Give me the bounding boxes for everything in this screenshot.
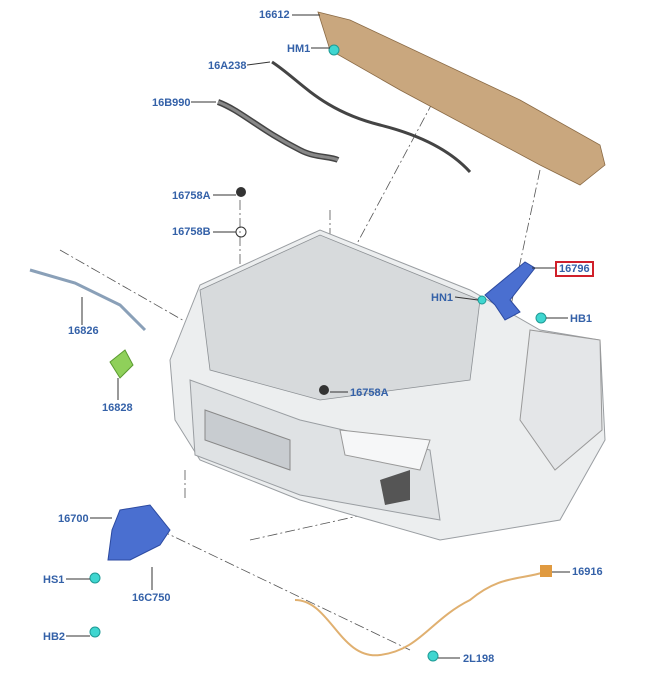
label-16a238: 16A238 [208,60,247,72]
label-16758a-top: 16758A [172,190,211,202]
label-16758a-mid: 16758A [350,387,389,399]
label-hb1: HB1 [570,313,593,325]
bump-stops [236,187,329,395]
release-cable-16916 [294,571,546,657]
label-16b990: 16B990 [152,97,191,109]
label-hm1: HM1 [287,43,311,55]
label-hn1: HN1 [431,292,454,304]
label-16796-highlighted: 16796 [555,261,594,277]
label-16c750: 16C750 [132,592,171,604]
label-2l198: 2L198 [463,653,495,665]
leader-lines [66,14,570,659]
label-16612: 16612 [259,9,290,21]
hood-hinge-16796 [484,261,536,321]
vehicle-front-body [169,229,606,541]
hood-latch-16700 [107,504,171,561]
label-16758b: 16758B [172,226,211,238]
label-16916: 16916 [572,566,603,578]
prop-rod-16826 [29,268,147,332]
label-16700: 16700 [58,513,89,525]
hood-insulator-part [317,11,606,186]
hood-seal-16a238 [271,60,472,174]
label-hs1: HS1 [43,574,65,586]
label-16826: 16826 [68,325,99,337]
prop-rod-clip-16828 [109,349,134,379]
label-hb2: HB2 [43,631,66,643]
label-16828: 16828 [102,402,133,414]
release-handle [540,565,552,577]
